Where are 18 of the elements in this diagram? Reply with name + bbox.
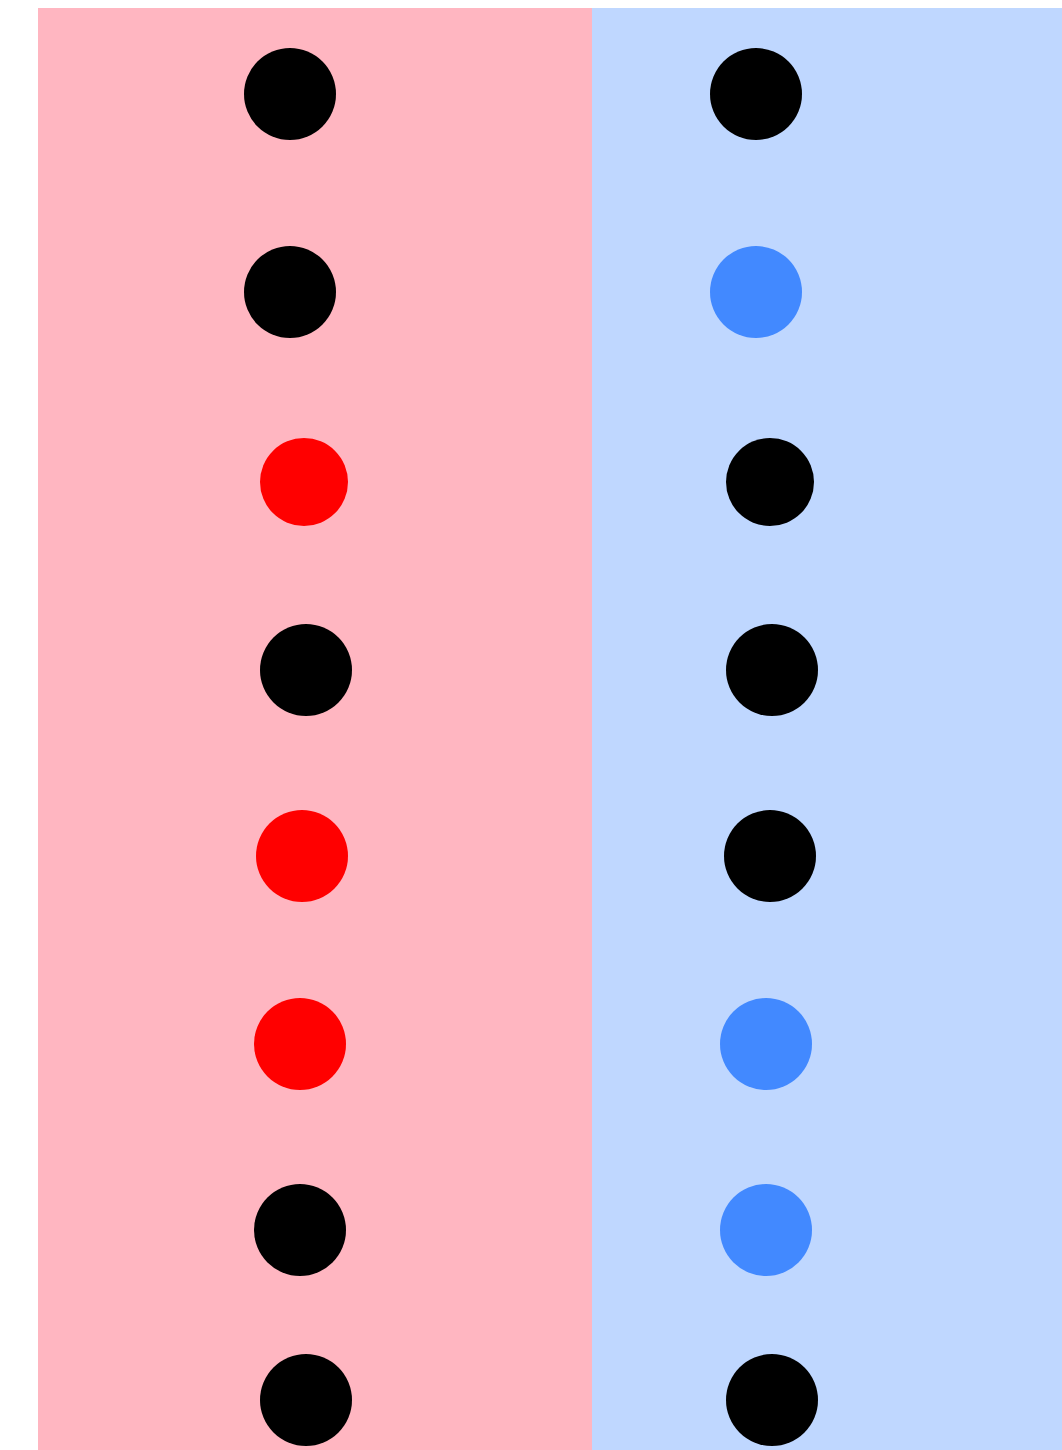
dot xyxy=(724,810,816,902)
dot xyxy=(726,438,814,526)
dot xyxy=(260,624,352,716)
dot xyxy=(254,1184,346,1276)
dot xyxy=(726,624,818,716)
dot xyxy=(254,998,346,1090)
dot xyxy=(260,438,348,526)
dot xyxy=(710,48,802,140)
dot xyxy=(720,998,812,1090)
background-band xyxy=(592,8,1062,1450)
dot xyxy=(256,810,348,902)
dot xyxy=(720,1184,812,1276)
dot xyxy=(244,246,336,338)
dot xyxy=(726,1354,818,1446)
dot xyxy=(260,1354,352,1446)
dot xyxy=(244,48,336,140)
dot xyxy=(710,246,802,338)
background-band xyxy=(38,8,592,1450)
